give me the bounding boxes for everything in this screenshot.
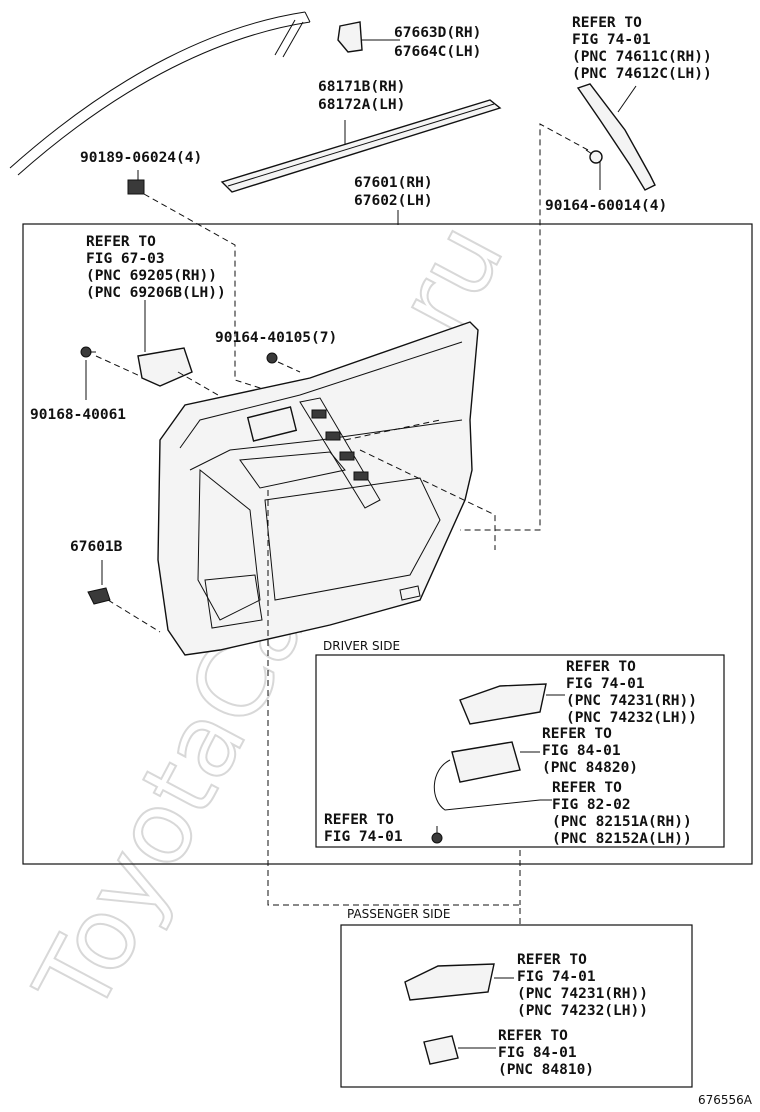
screw-90164-40105-part bbox=[266, 352, 278, 364]
driver-ref-d-line2: FIG 74-01 bbox=[324, 829, 403, 845]
driver-ref-d-line1: REFER TO bbox=[324, 812, 394, 828]
passenger-switch-part bbox=[423, 1035, 459, 1065]
passenger-ref-a-line1: REFER TO bbox=[517, 952, 587, 968]
main-assembly-box bbox=[22, 223, 753, 865]
label-67601-rh: 67601(RH) bbox=[354, 175, 433, 191]
ref7461-line4: (PNC 74612C(LH)) bbox=[572, 66, 712, 82]
passenger-ref-b-line3: (PNC 84810) bbox=[498, 1062, 594, 1078]
ref7461-line1: REFER TO bbox=[572, 15, 642, 31]
driver-screw-part bbox=[431, 832, 443, 844]
clip-67601b-part bbox=[87, 587, 111, 605]
driver-ref-c-line1: REFER TO bbox=[552, 780, 622, 796]
ref7461-line3: (PNC 74611C(RH)) bbox=[572, 49, 712, 65]
clip-90189-part bbox=[127, 179, 145, 195]
screw-90168-part bbox=[80, 346, 92, 358]
driver-ref-c-line3: (PNC 82151A(RH)) bbox=[552, 814, 692, 830]
ref7461-line2: FIG 74-01 bbox=[572, 32, 651, 48]
label-90164-60014: 90164-60014(4) bbox=[545, 198, 667, 214]
passenger-switch-bezel-part bbox=[404, 963, 495, 1001]
belt-moulding-part bbox=[220, 99, 502, 193]
ref6703-line3: (PNC 69205(RH)) bbox=[86, 268, 217, 284]
passenger-ref-b-line1: REFER TO bbox=[498, 1028, 568, 1044]
driver-switch-bezel-part bbox=[459, 683, 547, 725]
passenger-ref-b-line2: FIG 84-01 bbox=[498, 1045, 577, 1061]
ref6703-line4: (PNC 69206B(LH)) bbox=[86, 285, 226, 301]
label-67602-lh: 67602(LH) bbox=[354, 193, 433, 209]
passenger-side-box bbox=[340, 924, 693, 1088]
label-67664-lh: 67664C(LH) bbox=[394, 44, 481, 60]
garnish-74611-part bbox=[576, 83, 656, 191]
door-trim-panel bbox=[157, 321, 479, 656]
driver-side-box bbox=[315, 654, 725, 848]
label-68172-lh: 68172A(LH) bbox=[318, 97, 405, 113]
ref6703-line1: REFER TO bbox=[86, 234, 156, 250]
label-67601b: 67601B bbox=[70, 539, 123, 555]
label-67663-rh: 67663D(RH) bbox=[394, 25, 481, 41]
inside-handle-bracket-part bbox=[137, 347, 193, 387]
label-90164-40105: 90164-40105(7) bbox=[215, 330, 337, 346]
label-90189: 90189-06024(4) bbox=[80, 150, 202, 166]
driver-side-title: DRIVER SIDE bbox=[323, 639, 400, 653]
driver-ref-b-line3: (PNC 84820) bbox=[542, 760, 638, 776]
door-frame-rails bbox=[9, 11, 311, 176]
ref6703-line2: FIG 67-03 bbox=[86, 251, 165, 267]
driver-ref-a-line3: (PNC 74231(RH)) bbox=[566, 693, 697, 709]
driver-ref-a-line4: (PNC 74232(LH)) bbox=[566, 710, 697, 726]
driver-ref-c-line2: FIG 82-02 bbox=[552, 797, 631, 813]
driver-ref-b-line2: FIG 84-01 bbox=[542, 743, 621, 759]
passenger-side-title: PASSENGER SIDE bbox=[347, 907, 450, 921]
driver-ref-c-line4: (PNC 82152A(LH)) bbox=[552, 831, 692, 847]
driver-ref-b-line1: REFER TO bbox=[542, 726, 612, 742]
driver-switch-assy-part bbox=[451, 741, 521, 783]
passenger-ref-a-line3: (PNC 74231(RH)) bbox=[517, 986, 648, 1002]
driver-ref-a-line1: REFER TO bbox=[566, 659, 636, 675]
passenger-ref-a-line2: FIG 74-01 bbox=[517, 969, 596, 985]
driver-wire-harness bbox=[433, 759, 541, 811]
label-68171-rh: 68171B(RH) bbox=[318, 79, 405, 95]
driver-ref-a-line2: FIG 74-01 bbox=[566, 676, 645, 692]
screw-90164-60014-part bbox=[589, 150, 603, 164]
diagram-id: 676556A bbox=[698, 1093, 753, 1107]
label-90168: 90168-40061 bbox=[30, 407, 126, 423]
clip-67663-part bbox=[337, 21, 363, 53]
passenger-ref-a-line4: (PNC 74232(LH)) bbox=[517, 1003, 648, 1019]
